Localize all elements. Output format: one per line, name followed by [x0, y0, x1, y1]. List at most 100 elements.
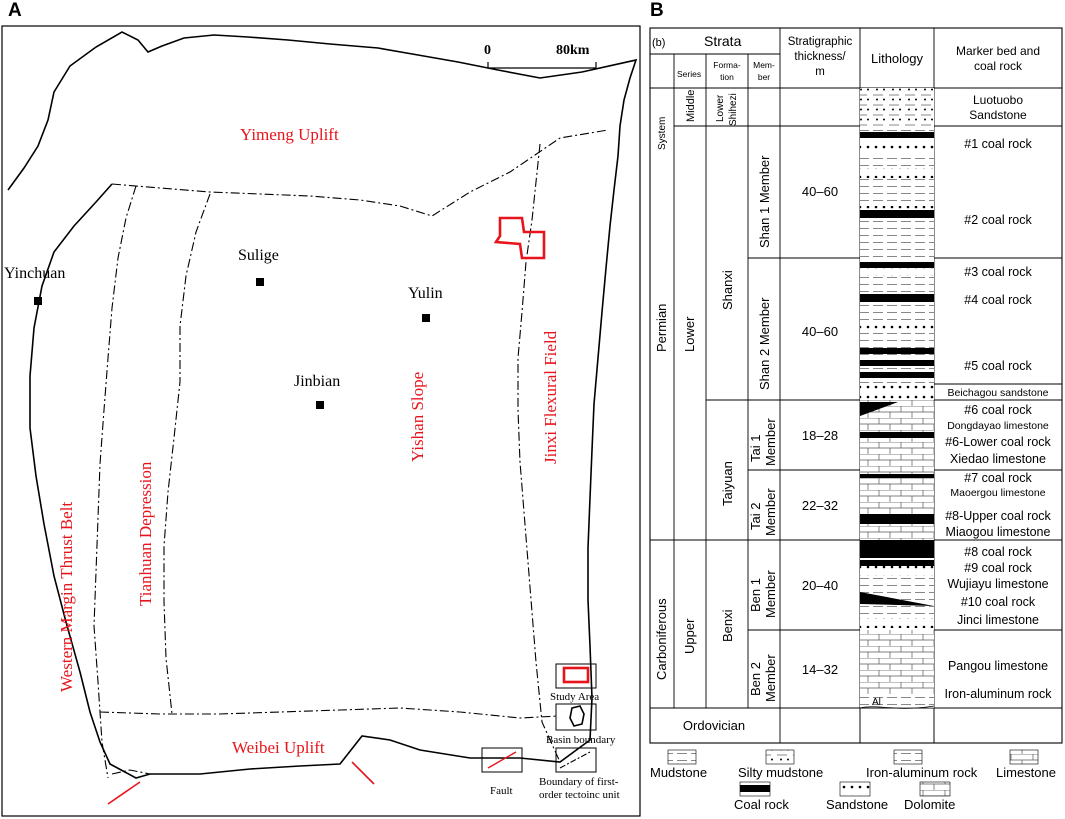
lithology-legend: Mudstone Silty mudstone Iron-aluminum ro…: [650, 749, 1056, 812]
map-legend: Study Area Basin boundary Boundary of fi…: [481, 663, 620, 801]
member-tai1-b: Member: [763, 418, 778, 466]
legend-tectonic-label-1: Boundary of first-: [539, 776, 619, 788]
legend-fault-symbol: [487, 751, 517, 769]
legend-study-area-label: Study Area: [550, 691, 599, 703]
member-shan1: Shan 1 Member: [757, 155, 772, 248]
series-lower: Lower: [682, 316, 697, 352]
legend-limestone: Limestone: [996, 765, 1056, 780]
legend-basin-boundary-symbol: [569, 705, 585, 727]
legend-mudstone: Mudstone: [650, 765, 707, 780]
strata-labels: Permian Carboniferous Ordovician Middle …: [654, 90, 778, 733]
marker-c8upper: #8-Upper coal rock: [945, 509, 1051, 523]
lithology-column: Al: [859, 88, 935, 744]
thickness-shan1: 40–60: [802, 184, 838, 199]
member-tai1-a: Tai 1: [748, 435, 763, 462]
member-shan2: Shan 2 Member: [757, 297, 772, 390]
header-system: System: [657, 117, 668, 150]
member-ben2-a: Ben 2: [748, 662, 763, 696]
thickness-tai2: 22–32: [802, 498, 838, 513]
marker-luotuobo-2: Sandstone: [969, 108, 1027, 122]
header-formation-2: tion: [720, 72, 734, 82]
header-thickness-2: thickness/: [794, 51, 846, 63]
formation-lower-shihezi-2: Shihezi: [728, 93, 739, 126]
member-tai2-b: Member: [763, 488, 778, 536]
system-ordovician: Ordovician: [683, 718, 745, 733]
scale-end: 80km: [556, 43, 590, 58]
city-marker: [34, 297, 42, 305]
marker-c1: #1 coal rock: [964, 137, 1032, 151]
formation-taiyuan: Taiyuan: [720, 461, 735, 506]
marker-c2: #2 coal rock: [964, 213, 1032, 227]
legend-silty-mudstone: Silty mudstone: [738, 765, 823, 780]
marker-c3: #3 coal rock: [964, 265, 1032, 279]
marker-maoergou: Maoergou limestone: [950, 487, 1045, 499]
city-marker: [256, 278, 264, 286]
formation-lower-shihezi-1: Lower: [715, 94, 726, 122]
marker-c10: #10 coal rock: [961, 595, 1036, 609]
marker-beichagou: Beichagou sandstone: [948, 387, 1049, 399]
marker-xiedao: Xiedao limestone: [950, 452, 1046, 466]
label-weibei-uplift: Weibei Uplift: [232, 738, 325, 757]
city-sulige: Sulige: [238, 247, 279, 286]
marker-c4: #4 coal rock: [964, 293, 1032, 307]
legend-tectonic-label-2: order tectoinc unit: [539, 789, 620, 801]
member-tai2-a: Tai 2: [748, 503, 763, 530]
stratigraphic-column: (b) Strata Stratigraphic thickness/ m Li…: [649, 27, 1063, 812]
label-jinxi: Jinxi Flexural Field: [541, 330, 560, 464]
thickness-tai1: 18–28: [802, 428, 838, 443]
thickness-values: 40–60 40–60 18–28 22–32 20–40 14–32: [802, 184, 838, 677]
marker-wujiayu: Wujiayu limestone: [947, 577, 1048, 591]
thickness-shan2: 40–60: [802, 324, 838, 339]
header-thickness-1: Stratigraphic: [788, 36, 853, 48]
label-western-margin: Western Margin Thrust Belt: [57, 502, 76, 692]
marker-c7: #7 coal rock: [964, 471, 1032, 485]
legend-basin-boundary-label: Basin boundary: [546, 734, 616, 746]
city-marker: [316, 401, 324, 409]
basin-boundary: [7, 31, 638, 779]
legend-coal-rock: Coal rock: [734, 797, 789, 812]
map-frame: [1, 25, 641, 817]
marker-jinci: Jinci limestone: [957, 613, 1039, 627]
study-area: [493, 216, 546, 260]
city-jinbian-label: Jinbian: [294, 373, 340, 390]
marker-miaogou: Miaogou limestone: [946, 525, 1051, 539]
marker-luotuobo-1: Luotuobo: [973, 93, 1023, 107]
marker-beds: Luotuobo Sandstone #1 coal rock #2 coal …: [945, 93, 1053, 701]
marker-dongdayao: Dongdayao limestone: [947, 420, 1049, 432]
legend-dolomite: Dolomite: [904, 797, 955, 812]
label-tianhuan: Tianhuan Depression: [136, 461, 155, 606]
marker-c5: #5 coal rock: [964, 359, 1032, 373]
series-upper: Upper: [682, 618, 697, 654]
header-series: Series: [677, 69, 701, 79]
legend-study-area-symbol: [562, 666, 590, 684]
label-yimeng-uplift: Yimeng Uplift: [240, 125, 339, 144]
member-ben2-b: Member: [763, 654, 778, 702]
header-marker-1: Marker bed and: [956, 44, 1040, 58]
system-permian: Permian: [654, 304, 669, 352]
marker-c6: #6 coal rock: [964, 403, 1032, 417]
system-carboniferous: Carboniferous: [654, 598, 669, 680]
header-marker-2: coal rock: [974, 59, 1023, 73]
city-jinbian: Jinbian: [294, 373, 340, 409]
formation-benxi: Benxi: [720, 609, 735, 642]
scale-bar: 0 80km: [484, 43, 597, 69]
scale-zero: 0: [484, 43, 491, 58]
city-yulin-label: Yulin: [408, 285, 443, 302]
legend-iron-aluminum: Iron-aluminum rock: [866, 765, 978, 780]
tectonic-boundaries: [93, 129, 609, 779]
legend-sandstone: Sandstone: [826, 797, 888, 812]
thickness-ben2: 14–32: [802, 662, 838, 677]
city-yinchuan: Yinchuan: [4, 265, 65, 305]
header-member-1: Mem-: [753, 60, 775, 70]
faults: [107, 761, 375, 805]
header-member-2: ber: [758, 72, 770, 82]
marker-c6lower: #6-Lower coal rock: [945, 435, 1051, 449]
header-strata: Strata: [704, 33, 742, 49]
series-middle: Middle: [685, 90, 697, 122]
city-yinchuan-label: Yinchuan: [4, 265, 65, 282]
legend-fault-label: Fault: [490, 785, 513, 797]
city-sulige-label: Sulige: [238, 247, 279, 264]
label-yishan-slope: Yishan Slope: [408, 372, 427, 462]
member-ben1-b: Member: [763, 570, 778, 618]
thickness-ben1: 20–40: [802, 578, 838, 593]
